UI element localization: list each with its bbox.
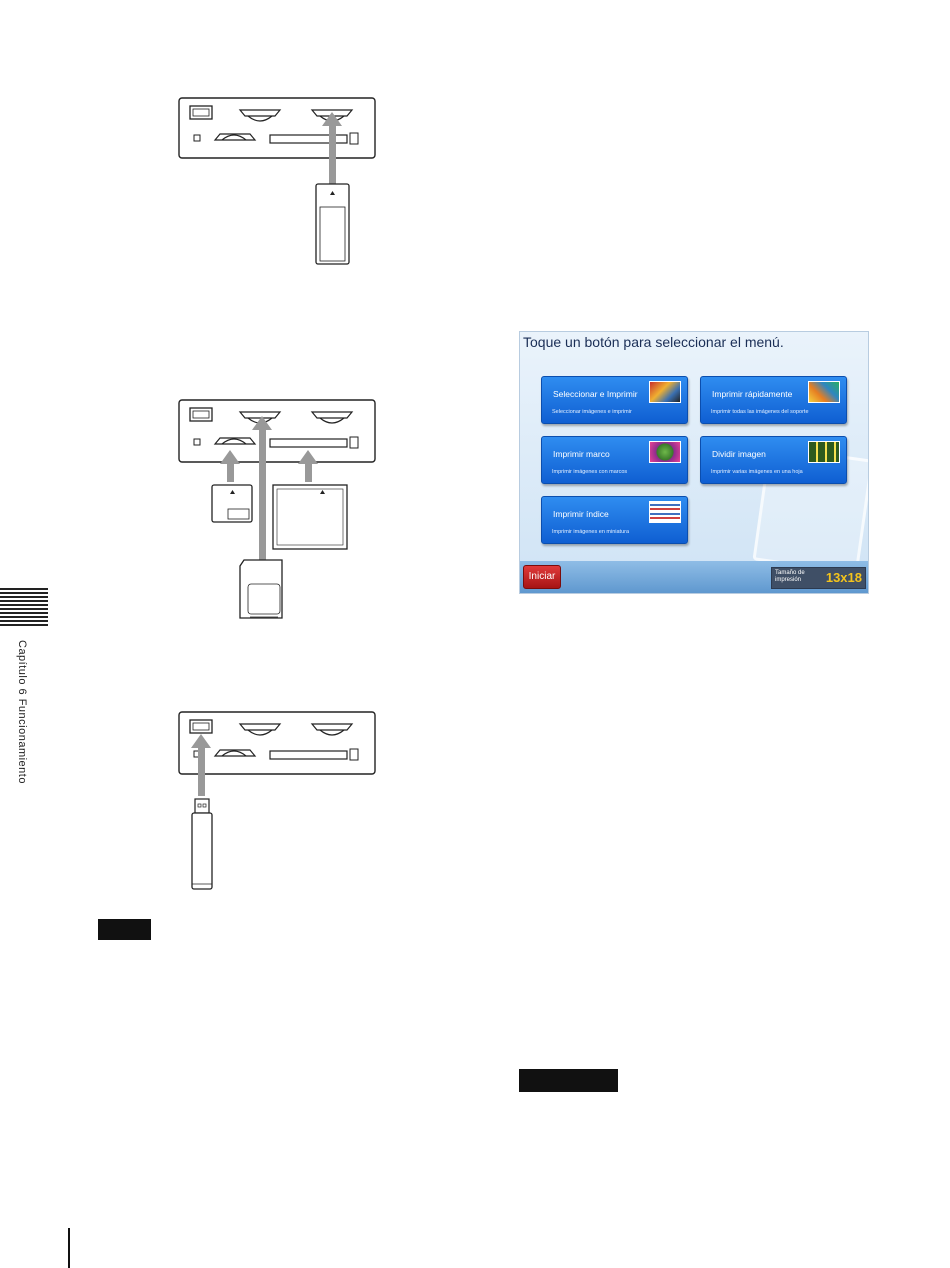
button-subtitle: Imprimir imágenes en miniatura — [552, 529, 630, 535]
button-subtitle: Imprimir todas las imágenes del soporte — [711, 409, 809, 415]
button-title: Imprimir marco — [553, 449, 610, 459]
button-title: Imprimir rápidamente — [712, 389, 793, 399]
note-label-bar — [98, 919, 151, 940]
button-subtitle: Seleccionar imágenes e imprimir — [552, 409, 632, 415]
print-size-selector[interactable]: Tamaño de impresión 13x18 — [771, 567, 866, 589]
framed-photo-icon — [649, 441, 681, 463]
chapter-tab-lines — [0, 588, 48, 630]
touch-screen-menu: Toque un botón para seleccionar el menú.… — [519, 331, 869, 594]
print-size-value: 13x18 — [825, 570, 862, 585]
button-title: Imprimir índice — [553, 509, 609, 519]
button-subtitle: Imprimir imágenes con marcos — [552, 469, 628, 475]
photo-grid-icon — [808, 441, 840, 463]
photos-thumbnail-icon — [649, 381, 681, 403]
index-sheet-icon — [649, 501, 681, 523]
screen-bottom-bar: Iniciar Tamaño de impresión 13x18 — [520, 561, 868, 593]
button-title: Seleccionar e Imprimir — [553, 389, 638, 399]
chapter-tab-label: Capítulo 6 Funcionamiento — [16, 640, 28, 784]
stacked-photos-icon — [808, 381, 840, 403]
screen-title: Toque un botón para seleccionar el menú. — [523, 334, 784, 350]
frame-print-button[interactable]: Imprimir marco Imprimir imágenes con mar… — [541, 436, 688, 484]
button-title: Dividir imagen — [712, 449, 766, 459]
card-reader-figure-memory-stick — [178, 97, 376, 265]
button-subtitle: Imprimir varias imágenes en una hoja — [711, 469, 803, 475]
page-margin-rule — [68, 1228, 70, 1268]
split-image-button[interactable]: Dividir imagen Imprimir varias imágenes … — [700, 436, 847, 484]
card-reader-figure-sd-cf — [178, 399, 376, 619]
select-and-print-button[interactable]: Seleccionar e Imprimir Seleccionar imáge… — [541, 376, 688, 424]
quick-print-button[interactable]: Imprimir rápidamente Imprimir todas las … — [700, 376, 847, 424]
index-print-button[interactable]: Imprimir índice Imprimir imágenes en min… — [541, 496, 688, 544]
print-size-label: Tamaño de impresión — [775, 570, 805, 583]
start-button[interactable]: Iniciar — [523, 565, 561, 589]
card-reader-figure-usb — [178, 711, 376, 890]
caution-label-bar — [519, 1069, 618, 1092]
